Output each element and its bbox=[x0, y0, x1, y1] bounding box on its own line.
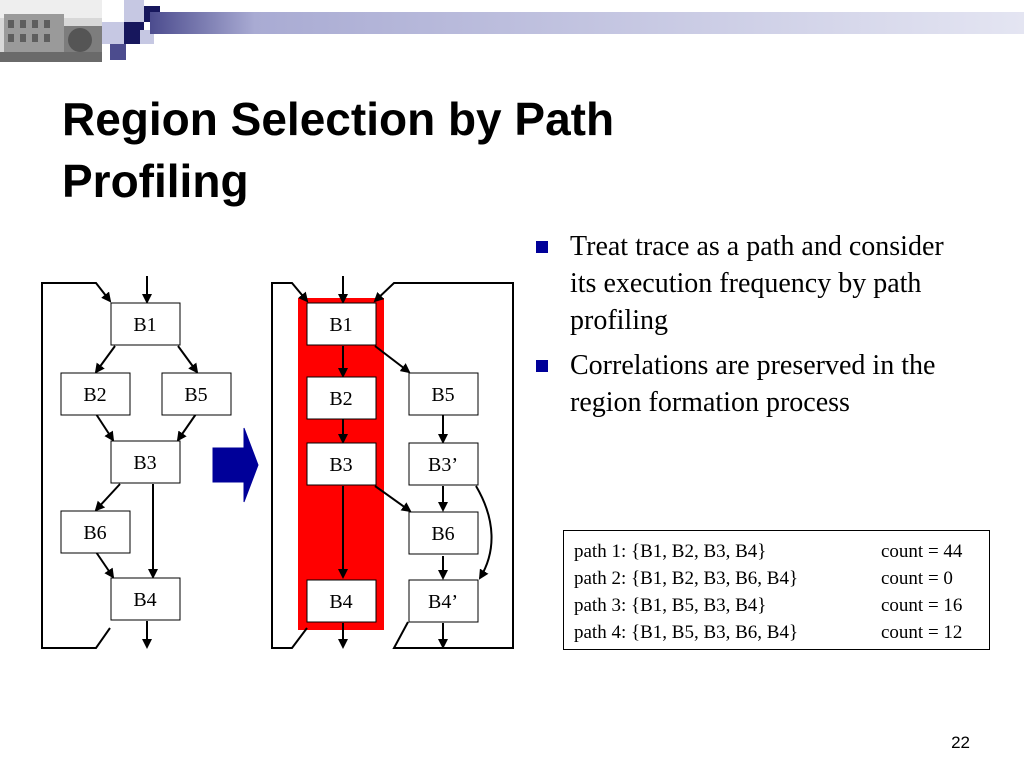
right-block-b3-prime: B3’ bbox=[408, 442, 479, 486]
right-block-b3-prime-label: B3’ bbox=[428, 454, 458, 476]
left-edge-b6-b4 bbox=[95, 551, 115, 579]
left-block-b3-label: B3 bbox=[133, 452, 156, 474]
left-edge-b1-b2 bbox=[94, 345, 116, 374]
right-block-b1-label: B1 bbox=[329, 314, 352, 336]
right-block-b6-label: B6 bbox=[431, 523, 454, 545]
path-cell: path 3: {B1, B5, B3, B4} bbox=[574, 595, 767, 616]
right-block-b5: B5 bbox=[408, 372, 479, 416]
left-block-b1-label: B1 bbox=[133, 314, 156, 336]
right-cfg: B1 B2 B5 B3 B3’ B6 B4 B4’ bbox=[271, 276, 514, 649]
path-row: path 1: {B1, B2, B3, B4} count = 44 bbox=[574, 538, 989, 565]
path-cell: path 1: {B1, B2, B3, B4} bbox=[574, 541, 767, 562]
right-block-b1: B1 bbox=[306, 302, 377, 346]
path-cell: path 4: {B1, B5, B3, B6, B4} bbox=[574, 622, 799, 643]
count-cell: count = 12 bbox=[881, 622, 963, 643]
left-block-b1: B1 bbox=[110, 302, 181, 346]
right-block-b4-prime: B4’ bbox=[408, 579, 479, 623]
left-edge-b5-b3 bbox=[176, 413, 197, 442]
bullet-item: Correlations are preserved in the region… bbox=[536, 347, 976, 421]
left-edge-b2-b3 bbox=[95, 413, 115, 442]
count-cell: count = 0 bbox=[881, 568, 953, 589]
cfg-diagrams: B1 B2 B5 B3 B6 B4 bbox=[41, 276, 514, 649]
right-edge-b1-b5 bbox=[374, 345, 411, 374]
right-block-b4-prime-label: B4’ bbox=[428, 591, 458, 613]
left-block-b4-label: B4 bbox=[133, 589, 156, 611]
right-edge-b3p-b4p bbox=[475, 485, 493, 580]
bullet-text: Correlations are preserved in the region… bbox=[570, 350, 936, 418]
left-block-b2-label: B2 bbox=[83, 384, 106, 406]
left-block-b5-label: B5 bbox=[184, 384, 207, 406]
page-number: 22 bbox=[951, 733, 970, 752]
left-block-b6-label: B6 bbox=[83, 522, 106, 544]
left-block-b4: B4 bbox=[110, 577, 181, 621]
left-back-edge bbox=[41, 282, 112, 649]
left-block-b6: B6 bbox=[60, 510, 131, 554]
right-block-b3: B3 bbox=[306, 442, 377, 486]
right-block-b4-label: B4 bbox=[329, 591, 352, 613]
path-row: path 4: {B1, B5, B3, B6, B4} count = 12 bbox=[574, 619, 989, 646]
left-cfg: B1 B2 B5 B3 B6 B4 bbox=[41, 276, 232, 649]
bullet-list: Treat trace as a path and consider its e… bbox=[536, 228, 976, 429]
left-edge-b3-b6 bbox=[94, 483, 121, 512]
path-row: path 3: {B1, B5, B3, B4} count = 16 bbox=[574, 592, 989, 619]
right-back-edge-right bbox=[373, 282, 514, 649]
path-profile-table: path 1: {B1, B2, B3, B4} count = 44 path… bbox=[563, 530, 990, 650]
header-photo bbox=[0, 0, 102, 62]
left-block-b2: B2 bbox=[60, 372, 131, 416]
header-bar bbox=[150, 12, 1024, 34]
right-block-b2-label: B2 bbox=[329, 388, 352, 410]
right-block-b2: B2 bbox=[306, 376, 377, 420]
right-block-b5-label: B5 bbox=[431, 384, 454, 406]
slide-title: Region Selection by Path Profiling bbox=[62, 88, 822, 212]
slide-title-line-2: Profiling bbox=[62, 155, 249, 207]
left-edge-b1-b5 bbox=[177, 345, 199, 374]
square-bullet-icon bbox=[536, 241, 548, 253]
bullet-item: Treat trace as a path and consider its e… bbox=[536, 228, 976, 339]
square-bullet-icon bbox=[536, 360, 548, 372]
path-cell: path 2: {B1, B2, B3, B6, B4} bbox=[574, 568, 799, 589]
path-row: path 2: {B1, B2, B3, B6, B4} count = 0 bbox=[574, 565, 989, 592]
left-block-b3: B3 bbox=[110, 440, 181, 484]
slide-title-line-1: Region Selection by Path bbox=[62, 93, 615, 145]
right-edge-b3-b6 bbox=[374, 485, 412, 513]
right-back-edge-left bbox=[271, 282, 309, 649]
transform-arrow bbox=[212, 427, 259, 503]
bullet-text: Treat trace as a path and consider its e… bbox=[570, 231, 944, 336]
left-block-b5: B5 bbox=[161, 372, 232, 416]
right-block-b3-label: B3 bbox=[329, 454, 352, 476]
count-cell: count = 16 bbox=[881, 595, 963, 616]
right-block-b6: B6 bbox=[408, 511, 479, 555]
count-cell: count = 44 bbox=[881, 541, 963, 562]
right-block-b4: B4 bbox=[306, 579, 377, 623]
